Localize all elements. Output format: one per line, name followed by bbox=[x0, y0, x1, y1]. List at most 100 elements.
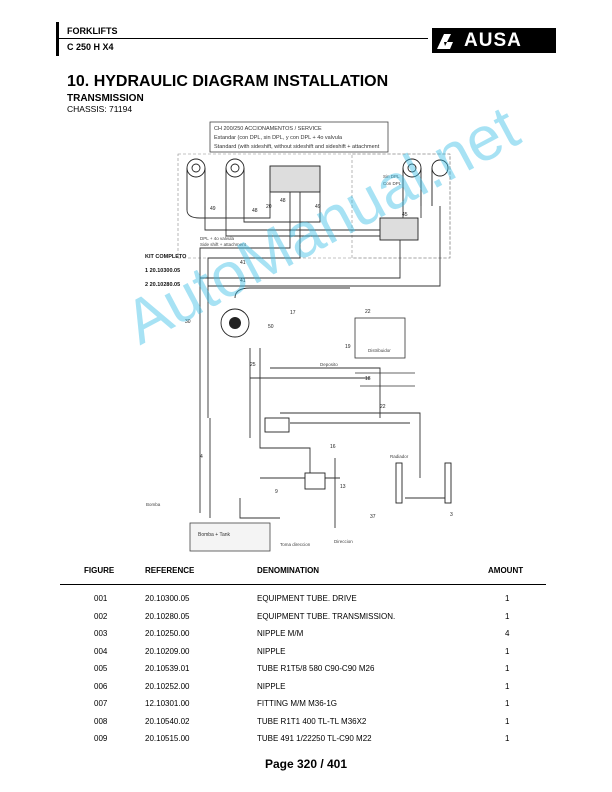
column-header-figure: FIGURE bbox=[84, 566, 115, 575]
diagram-label-distributor: Distribuidor bbox=[368, 348, 391, 353]
svg-text:41: 41 bbox=[240, 278, 246, 284]
cell-reference: 20.10300.05 bbox=[145, 594, 190, 603]
cell-denomination: NIPPLE bbox=[257, 646, 286, 656]
svg-text:9: 9 bbox=[275, 489, 278, 495]
svg-text:17: 17 bbox=[290, 310, 296, 316]
svg-text:22: 22 bbox=[365, 309, 371, 315]
diagram-note-line-2: Estandar (con DPL, sin DPL, y con DPL + … bbox=[214, 135, 343, 141]
diagram-label-sideshift: Side shift + attachment bbox=[200, 242, 247, 247]
section-subtitle: TRANSMISSION bbox=[67, 93, 144, 104]
header-product: FORKLIFTS bbox=[67, 26, 118, 36]
table-row: 005 20.10539.01 TUBE R1T5/8 580 C90-C90 … bbox=[0, 664, 612, 682]
cell-reference: 20.10540.02 bbox=[145, 716, 190, 726]
diagram-label-pump: Bomba bbox=[146, 502, 161, 507]
cell-figure: 005 bbox=[94, 664, 108, 673]
cell-amount: 4 bbox=[505, 629, 510, 638]
header-model: C 250 H X4 bbox=[67, 42, 114, 52]
kit-item-2: 2 20.10280.05 bbox=[145, 282, 180, 288]
svg-text:45: 45 bbox=[402, 212, 408, 218]
cell-figure: 002 bbox=[94, 611, 108, 621]
cell-amount: 1 bbox=[505, 611, 510, 621]
svg-text:37: 37 bbox=[370, 514, 376, 520]
cell-amount: 1 bbox=[505, 664, 510, 673]
diagram-note-line-3: Standard (with sideshift, without sidesh… bbox=[214, 144, 380, 150]
svg-text:20: 20 bbox=[266, 204, 272, 210]
cell-reference: 20.10209.00 bbox=[145, 646, 190, 656]
parts-table-body: 001 20.10300.05 EQUIPMENT TUBE. DRIVE 1 … bbox=[0, 594, 612, 752]
diagram-dashed-frame bbox=[177, 153, 451, 259]
svg-text:13: 13 bbox=[340, 484, 346, 490]
table-row: 003 20.10250.00 NIPPLE M/M 4 bbox=[0, 629, 612, 647]
cell-amount: 1 bbox=[505, 646, 510, 656]
svg-text:49: 49 bbox=[210, 206, 216, 212]
cell-reference: 20.10250.00 bbox=[145, 629, 190, 638]
kit-title: KIT COMPLETO bbox=[145, 254, 187, 260]
cell-figure: 006 bbox=[94, 681, 108, 691]
chassis-label: CHASSIS: 71194 bbox=[67, 104, 133, 114]
diagram-label-dpl: DPL + 4o valvula bbox=[200, 236, 234, 241]
ausa-logo-text: AUSA bbox=[464, 29, 522, 51]
ausa-logo: AUSA bbox=[432, 28, 556, 53]
tilt-cylinders bbox=[395, 462, 452, 504]
table-header: FIGURE REFERENCE DENOMINATION AMOUNT bbox=[0, 566, 612, 580]
svg-text:19: 19 bbox=[345, 344, 351, 350]
cell-reference: 20.10515.00 bbox=[145, 734, 190, 743]
cell-denomination: TUBE 491 1/22250 TL-C90 M22 bbox=[257, 734, 372, 743]
cell-denomination: TUBE R1T1 400 TL-TL M36X2 bbox=[257, 716, 367, 726]
svg-text:4: 4 bbox=[200, 454, 203, 460]
table-row: 006 20.10252.00 NIPPLE 1 bbox=[0, 682, 612, 700]
svg-text:18: 18 bbox=[365, 376, 371, 382]
svg-text:25: 25 bbox=[250, 362, 256, 368]
diagram-label-sin-dpl: Sin DPL bbox=[383, 174, 400, 179]
cell-denomination: FITTING M/M M36-1G bbox=[257, 699, 337, 708]
cell-amount: 1 bbox=[505, 594, 510, 603]
diagram-note-line-1: CH 200/250 ACCIONAMENTOS / SERVICE bbox=[214, 126, 322, 132]
svg-text:48: 48 bbox=[280, 198, 286, 204]
column-header-denomination: DENOMINATION bbox=[257, 566, 320, 575]
cell-amount: 1 bbox=[505, 716, 510, 726]
cell-figure: 004 bbox=[94, 646, 108, 656]
svg-text:30: 30 bbox=[185, 319, 191, 325]
diagram-label-pump-tank: Bomba + Tank bbox=[198, 532, 231, 538]
diagram-label-con-dpl: Con DPL bbox=[383, 181, 402, 186]
cell-figure: 009 bbox=[94, 734, 108, 743]
diagram-label-steering-tap: Toma direccion bbox=[280, 542, 311, 547]
svg-text:50: 50 bbox=[268, 324, 274, 330]
header-rule bbox=[56, 38, 428, 39]
table-row: 002 20.10280.05 EQUIPMENT TUBE. TRANSMIS… bbox=[0, 612, 612, 630]
table-header-rule bbox=[60, 584, 546, 585]
cell-figure: 008 bbox=[94, 716, 108, 726]
svg-text:22: 22 bbox=[380, 404, 386, 410]
hydraulic-tank bbox=[189, 522, 271, 552]
cell-amount: 1 bbox=[505, 681, 510, 691]
cell-denomination: EQUIPMENT TUBE. TRANSMISSION. bbox=[257, 611, 396, 621]
steering-unit bbox=[264, 417, 290, 433]
header-accent-bar bbox=[56, 22, 59, 56]
page-title: 10. HYDRAULIC DIAGRAM INSTALLATION bbox=[67, 73, 389, 90]
cell-amount: 1 bbox=[505, 734, 510, 743]
cell-denomination: NIPPLE M/M bbox=[257, 629, 304, 638]
svg-text:16: 16 bbox=[330, 444, 336, 450]
svg-text:49: 49 bbox=[315, 204, 321, 210]
cell-amount: 1 bbox=[505, 699, 510, 708]
column-header-amount: AMOUNT bbox=[488, 566, 524, 575]
table-row: 004 20.10209.00 NIPPLE 1 bbox=[0, 647, 612, 665]
page-number: Page 320 / 401 bbox=[264, 757, 348, 771]
cell-denomination: EQUIPMENT TUBE. DRIVE bbox=[257, 594, 357, 603]
table-row: 001 20.10300.05 EQUIPMENT TUBE. DRIVE 1 bbox=[0, 594, 612, 612]
cell-reference: 20.10252.00 bbox=[145, 681, 190, 691]
ausa-logo-icon bbox=[432, 28, 458, 53]
cell-reference: 20.10539.01 bbox=[145, 664, 190, 673]
diagram-label-deposit: Deposito bbox=[320, 362, 338, 367]
control-valve-block bbox=[269, 165, 321, 193]
diagram-label-steering: Direccion bbox=[334, 539, 353, 544]
cell-reference: 20.10280.05 bbox=[145, 611, 190, 621]
svg-text:48: 48 bbox=[252, 208, 258, 214]
table-row: 009 20.10515.00 TUBE 491 1/22250 TL-C90 … bbox=[0, 734, 612, 752]
hydraulic-lines bbox=[186, 192, 450, 528]
svg-text:41: 41 bbox=[240, 260, 246, 266]
svg-text:3: 3 bbox=[450, 512, 453, 518]
cell-reference: 12.10301.00 bbox=[145, 699, 190, 708]
lift-cylinders bbox=[186, 158, 449, 210]
distribution-block bbox=[379, 217, 419, 241]
